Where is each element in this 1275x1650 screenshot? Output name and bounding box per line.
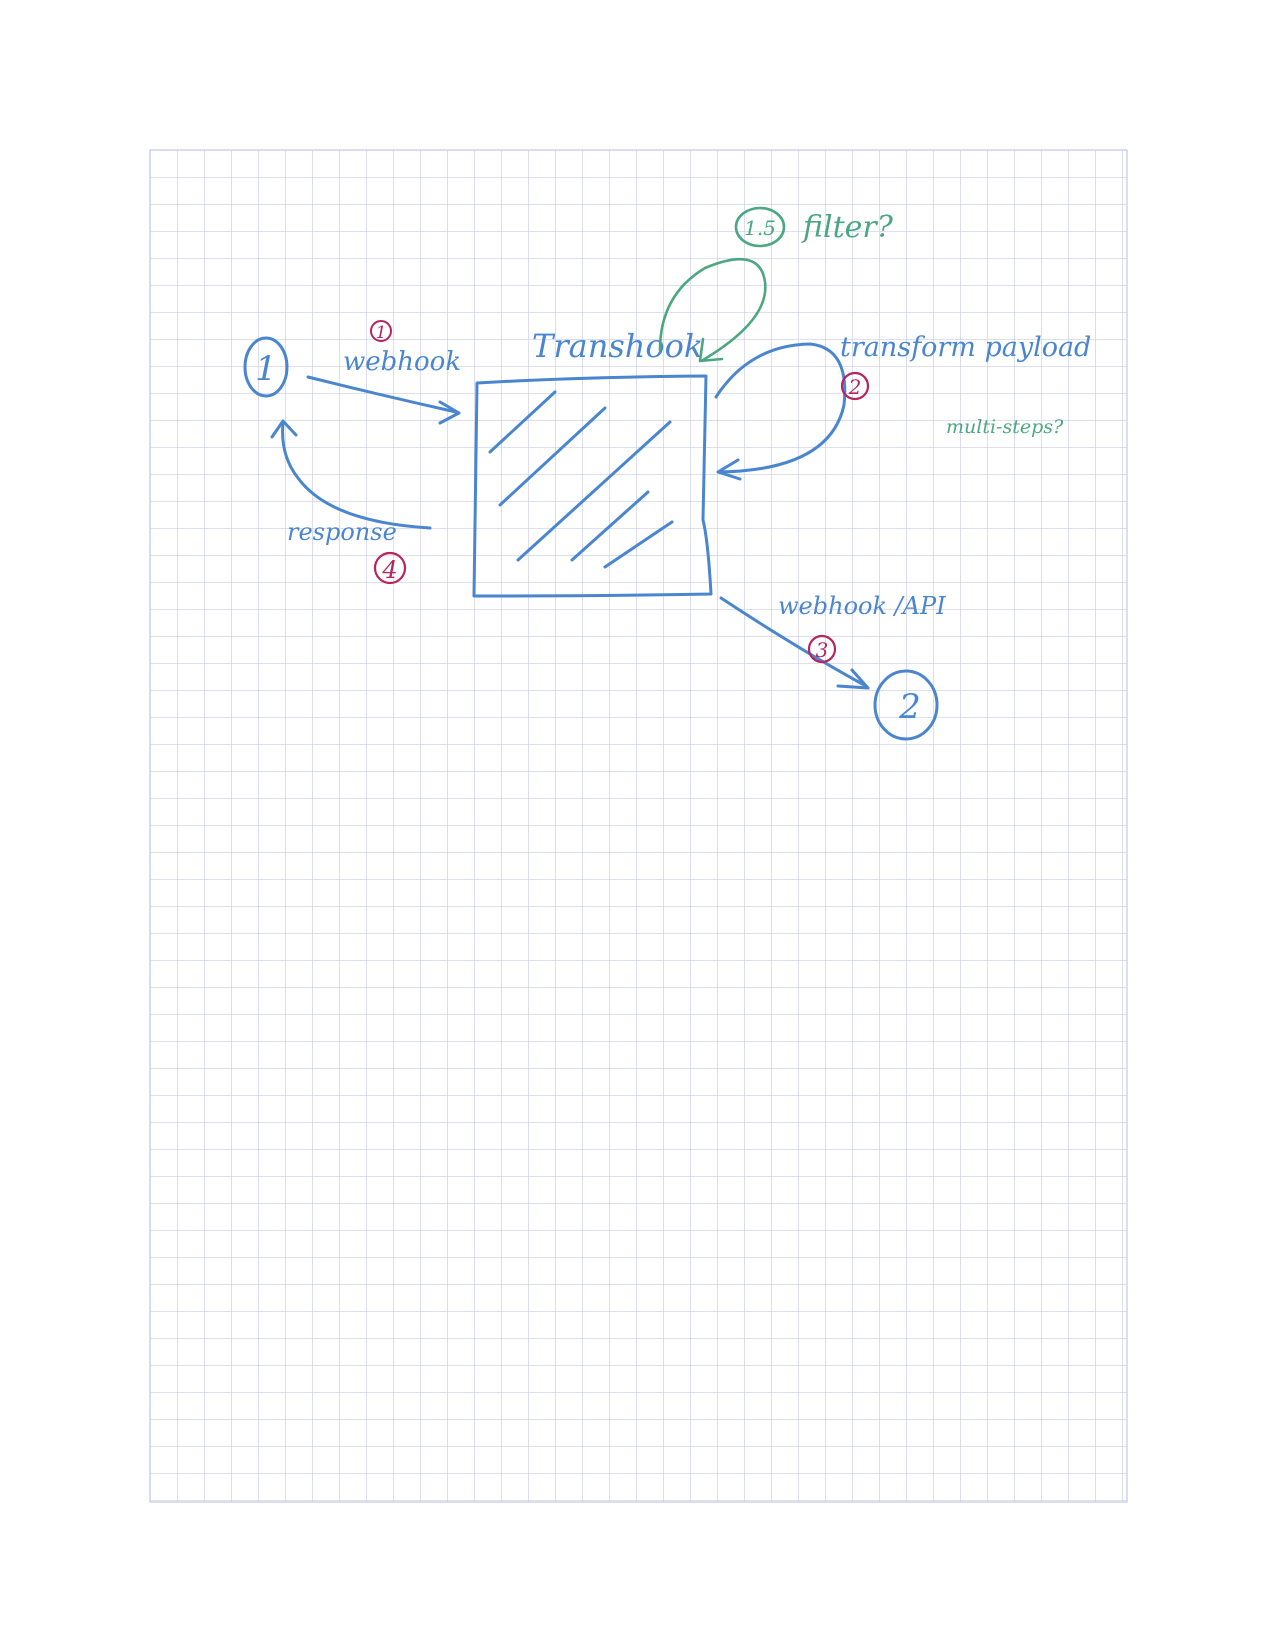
multi-steps-label: multi-steps? [946, 416, 1064, 438]
hatch-line [516, 420, 672, 562]
transhook-label: Transhook [532, 327, 703, 365]
step-3-label: 3 [816, 638, 829, 662]
response-arrow [270, 419, 432, 530]
response-label: response [287, 518, 397, 546]
target-node-label: 2 [898, 687, 921, 727]
step-2-label: 2 [848, 375, 862, 399]
step-1-badge [370, 320, 392, 342]
outbound-label: webhook /API [778, 592, 946, 620]
step-1-label: 1 [376, 323, 387, 343]
grid-paper [149, 149, 1128, 1503]
source-node-label: 1 [255, 349, 277, 389]
source-node-circle [243, 336, 289, 398]
step-4-label: 4 [381, 556, 397, 584]
inbound-webhook-arrow [306, 375, 461, 425]
inbound-webhook-label: webhook [343, 347, 461, 377]
hatch-line [488, 390, 557, 454]
outbound-arrow [719, 596, 870, 690]
hatch-line [603, 520, 674, 569]
transhook-box [472, 374, 713, 598]
transform-label: transform payload [840, 332, 1091, 363]
hatch-line [570, 490, 650, 562]
filter-label: filter? [801, 210, 894, 245]
transform-loop-arrow [714, 342, 847, 481]
target-node-circle [873, 669, 939, 741]
step-4-badge [373, 551, 407, 585]
filter-loop-arrow [658, 257, 767, 363]
step-3-badge [807, 634, 837, 664]
step-1-5-badge [734, 206, 786, 248]
step-2-badge [840, 371, 870, 401]
step-1-5-label: 1.5 [744, 216, 776, 240]
hatch-line [498, 406, 607, 507]
